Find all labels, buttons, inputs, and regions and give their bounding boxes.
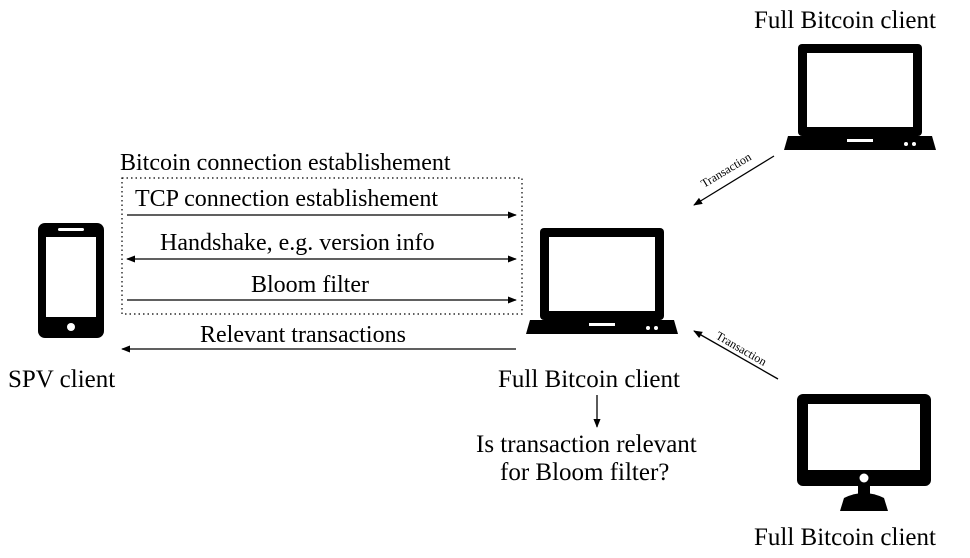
full-client-bottom-label: Full Bitcoin client [754,524,936,551]
transaction-arrow-top [693,155,775,206]
connection-establishment-box [121,177,523,315]
desktop-monitor-icon [797,394,931,511]
relevance-check-line2: for Bloom filter? [500,459,669,486]
transaction-label-bottom: Transaction [714,328,770,368]
laptop-icon [784,44,936,150]
full-client-top-label: Full Bitcoin client [754,7,936,34]
connection-box-title: Bitcoin connection establishement [120,150,451,176]
handshake-message-label: Handshake, e.g. version info [160,230,435,256]
relevance-check-line1: Is transaction relevant [476,431,697,458]
tcp-message-label: TCP connection establishement [135,186,438,212]
spv-client-label: SPV client [8,366,115,393]
smartphone-icon [38,223,104,338]
bloom-filter-message-label: Bloom filter [251,272,369,298]
full-client-center-label: Full Bitcoin client [498,366,680,393]
transaction-arrow-bottom [693,330,779,380]
laptop-icon [526,228,678,334]
transaction-label-top: Transaction [698,150,753,191]
relevant-transactions-label: Relevant transactions [200,322,406,348]
